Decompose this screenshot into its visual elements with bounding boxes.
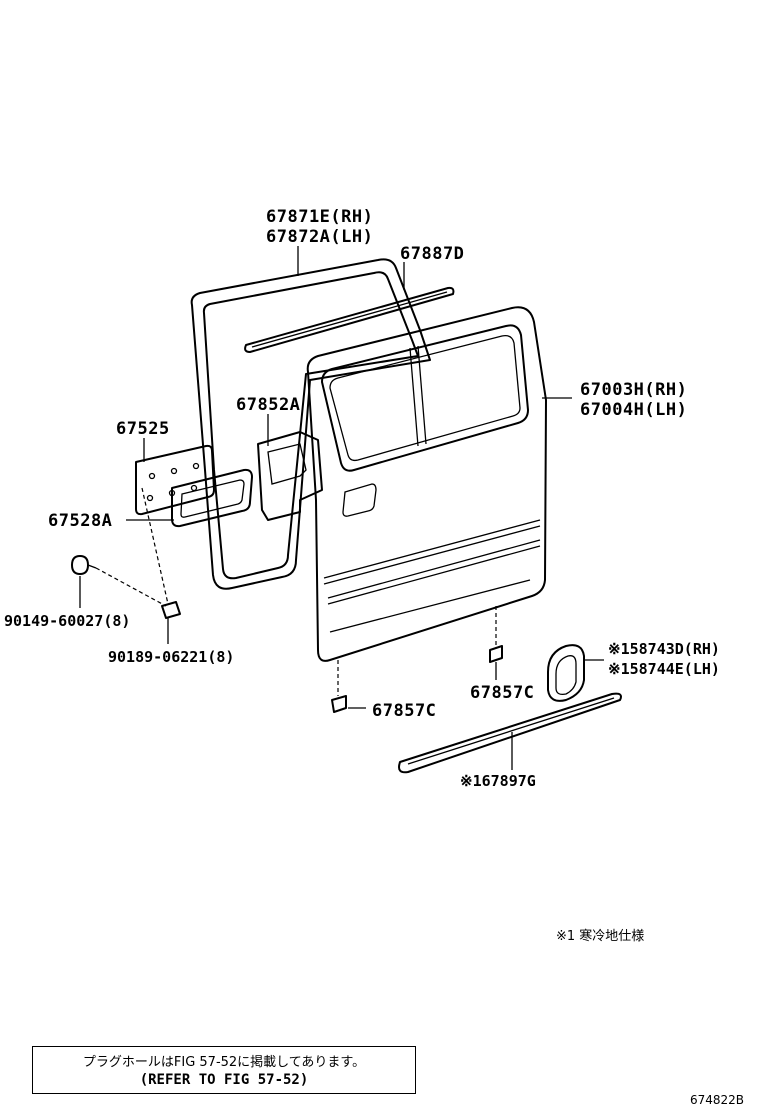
reference-line-2: (REFER TO FIG 57-52) (139, 1072, 309, 1088)
label-clip-90149: 90149-60027(8) (4, 612, 130, 630)
door-panel-part (306, 306, 547, 662)
clip-857-right-part (489, 645, 503, 663)
label-seal-528: 67528A (48, 511, 112, 531)
label-upper-strip: 67887D (400, 244, 464, 264)
label-cover-852: 67852A (236, 395, 300, 415)
figure-number: 674822B (690, 1093, 744, 1107)
clip-icon (71, 555, 97, 575)
seal-528-part (171, 468, 253, 528)
label-panel-lh: 67004H(LH) (580, 400, 687, 420)
label-weatherstrip-lh: 67872A(LH) (266, 227, 373, 247)
label-cover-lh: ※158744E(LH) (608, 660, 720, 678)
label-clip-90189: 90189-06221(8) (108, 648, 234, 666)
label-board-525: 67525 (116, 419, 170, 439)
grommet-icon (161, 601, 181, 619)
label-clip-857-right: 67857C (470, 683, 534, 703)
label-cover-rh: ※158743D(RH) (608, 640, 720, 658)
cold-area-note: ※1 寒冷地仕様 (556, 928, 644, 944)
label-panel-rh: 67003H(RH) (580, 380, 687, 400)
label-weatherstrip-rh: 67871E(RH) (266, 207, 373, 227)
label-moulding: ※167897G (460, 772, 536, 790)
cover-852-part (257, 431, 323, 521)
reference-box: プラグホールはFIG 57-52に掲載してあります。 (REFER TO FIG… (32, 1046, 416, 1094)
leader-lines (79, 246, 604, 770)
moulding-part (398, 692, 622, 774)
upper-strip-part (244, 286, 455, 353)
weatherstrip-part (190, 258, 431, 590)
reference-line-1: プラグホールはFIG 57-52に掲載してあります。 (82, 1055, 366, 1070)
label-clip-857-left: 67857C (372, 701, 436, 721)
mud-cover-part (547, 644, 585, 702)
board-525-part (135, 444, 215, 516)
clip-857-left-part (331, 695, 347, 713)
